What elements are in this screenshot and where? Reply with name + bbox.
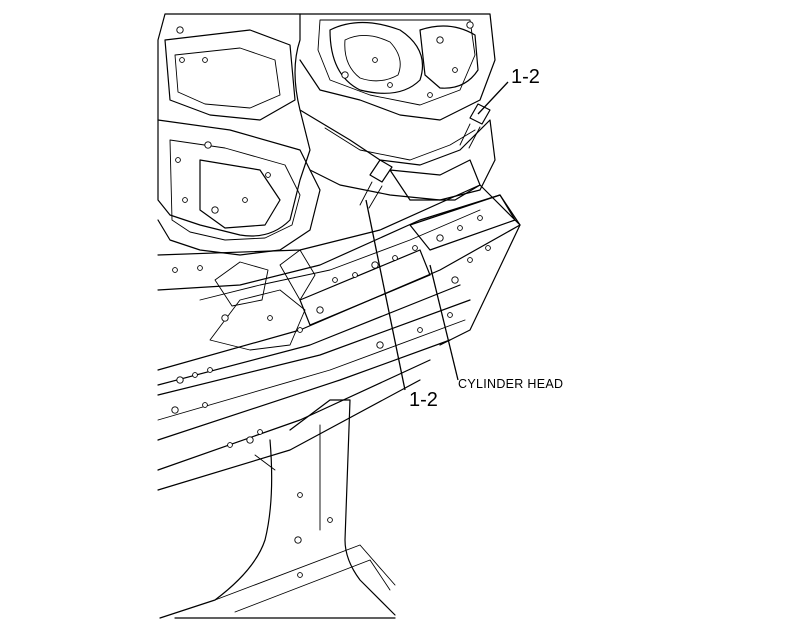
casting-hole: [412, 245, 418, 251]
casting-hole: [297, 492, 303, 498]
cylinder-head: [157, 194, 521, 491]
leader-lines: [365, 81, 509, 391]
casting-hole: [202, 402, 208, 408]
casting-hole: [392, 255, 398, 261]
casting-hole: [267, 315, 273, 321]
casting-hole: [477, 215, 483, 221]
casting-hole: [457, 225, 463, 231]
casting-hole: [427, 92, 433, 98]
casting-hole: [372, 57, 378, 63]
casting-hole: [221, 314, 229, 322]
pedestal: [159, 399, 396, 619]
casting-hole: [197, 265, 203, 271]
casting-hole: [485, 245, 491, 251]
casting-hole: [332, 277, 338, 283]
casting-hole: [466, 21, 474, 29]
casting-hole: [192, 372, 198, 378]
casting-hole: [179, 57, 185, 63]
casting-hole: [341, 71, 349, 79]
casting-hole: [447, 312, 453, 318]
casting-hole: [352, 272, 358, 278]
casting-hole: [371, 261, 379, 269]
casting-hole: [176, 26, 184, 34]
casting-hole: [182, 197, 188, 203]
casting-hole: [436, 36, 444, 44]
casting-hole: [436, 234, 444, 242]
casting-hole: [171, 406, 179, 414]
casting-hole: [172, 267, 178, 273]
mounting-holes: [171, 21, 491, 578]
casting-hole: [176, 376, 184, 384]
casting-hole: [297, 327, 303, 333]
casting-hole: [204, 141, 212, 149]
casting-hole: [297, 572, 303, 578]
casting-hole: [467, 257, 473, 263]
casting-hole: [451, 276, 459, 284]
casting-hole: [211, 206, 219, 214]
casting-hole: [452, 67, 458, 73]
casting-hole: [246, 436, 254, 444]
casting-hole: [202, 57, 208, 63]
callout-bottom-center: 1-2: [409, 389, 438, 411]
callout-top-right: 1-2: [511, 66, 540, 88]
callout-cylinder-head: CYLINDER HEAD: [458, 377, 564, 391]
casting-hole: [316, 306, 324, 314]
casting-hole: [257, 429, 263, 435]
upper-engine-block: [157, 13, 521, 301]
casting-hole: [207, 367, 213, 373]
casting-hole: [376, 341, 384, 349]
casting-hole: [417, 327, 423, 333]
casting-hole: [294, 536, 302, 544]
casting-hole: [327, 517, 333, 523]
bolts: [359, 103, 491, 209]
casting-hole: [175, 157, 181, 163]
casting-hole: [242, 197, 248, 203]
casting-hole: [227, 442, 233, 448]
casting-hole: [387, 82, 393, 88]
casting-hole: [265, 172, 271, 178]
